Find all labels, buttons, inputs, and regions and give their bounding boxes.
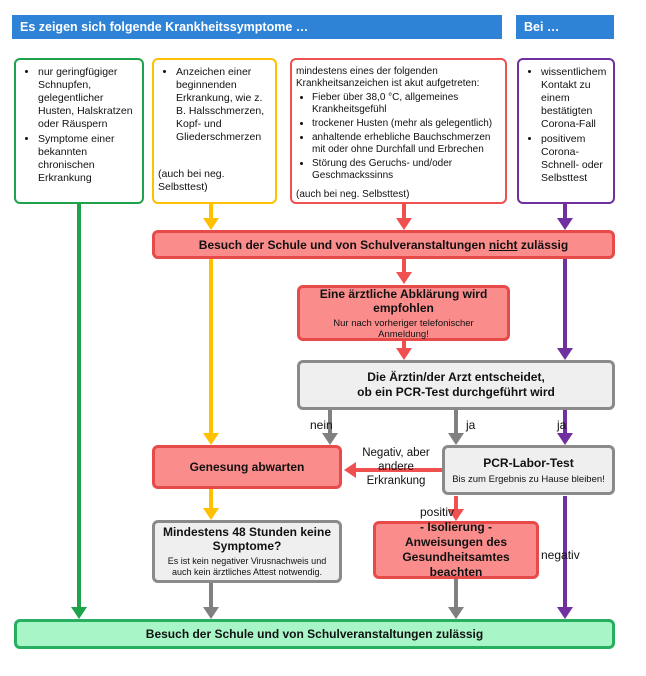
acute-symptoms-box: mindestens eines der folgenden Krankheit…: [290, 58, 507, 204]
contact-item: wissentlichem Kontakt zu einem bestätigt…: [541, 66, 609, 131]
doctor-recommendation-title: Eine ärztliche Abklärung wird empfohlen: [319, 286, 488, 315]
not-allowed-prefix: Besuch der Schule und von Schulveranstal…: [198, 237, 489, 252]
pcr-test-box: PCR-Labor-Test Bis zum Ergebnis zu Hause…: [442, 445, 615, 495]
symptoms-header-title: Es zeigen sich folgende Krankheitssympto…: [20, 20, 309, 34]
acute-symptom-item: anhaltende erhebliche Bauchschmerzen mit…: [312, 132, 501, 156]
label-nein: nein: [310, 418, 333, 432]
wait-48h-title: Mindestens 48 Stunden keine Symptome?: [162, 525, 332, 553]
mild-symptoms-box: nur geringfügiger Schnupfen, gelegentlic…: [14, 58, 144, 204]
bei-header-title: Bei …: [524, 20, 560, 34]
pcr-test-note: Bis zum Ergebnis zu Hause bleiben!: [452, 473, 605, 485]
school-allowed-text: Besuch der Schule und von Schulveranstal…: [145, 627, 484, 641]
contact-item: positivem Corona-Schnell- oder Selbsttes…: [541, 133, 609, 185]
label-negativ: negativ: [541, 548, 580, 562]
recovery-text: Genesung abwarten: [189, 460, 305, 474]
mild-symptom-item: nur geringfügiger Schnupfen, gelegentlic…: [38, 66, 138, 131]
symptoms-header: Es zeigen sich folgende Krankheitssympto…: [12, 15, 502, 39]
label-ja-contact: ja: [557, 418, 567, 432]
label-ja-pcr: ja: [466, 418, 476, 432]
not-allowed-underline: nicht: [488, 237, 518, 252]
wait-48h-box: Mindestens 48 Stunden keine Symptome? Es…: [152, 520, 342, 583]
beginning-symptoms-box: Anzeichen einer beginnenden Erkrankung, …: [152, 58, 277, 204]
wait-48h-note: Es ist kein negativer Virusnachweis und …: [167, 556, 327, 577]
label-positiv: positiv: [420, 505, 455, 519]
mild-symptom-item: Symptome einer bekannten chronischen Erk…: [38, 133, 138, 185]
acute-intro: mindestens eines der folgenden Krankheit…: [296, 66, 480, 89]
doctor-decides-line2: ob ein PCR-Test durchgeführt wird: [357, 385, 555, 399]
acute-symptom-item: Störung des Geruchs- und/oder Geschmacks…: [312, 158, 501, 182]
doctor-decides-line1: Die Ärztin/der Arzt entscheidet,: [367, 370, 545, 384]
beginning-symptom-item: Anzeichen einer beginnenden Erkrankung, …: [176, 66, 271, 144]
isolation-text: - Isolierung - Anweisungen des Gesundhei…: [402, 520, 510, 579]
doctor-recommendation-box: Eine ärztliche Abklärung wird empfohlen …: [297, 285, 510, 341]
doctor-recommendation-note: Nur nach vorheriger telefonischer Anmeld…: [333, 317, 474, 340]
doctor-decides-box: Die Ärztin/der Arzt entscheidet, ob ein …: [297, 360, 615, 410]
school-not-allowed-box: Besuch der Schule und von Schulveranstal…: [152, 230, 615, 259]
label-negative-other: Negativ, aber andere Erkrankung: [362, 447, 430, 487]
acute-note: (auch bei neg. Selbsttest): [296, 189, 410, 200]
school-not-allowed-text: Besuch der Schule und von Schulveranstal…: [199, 238, 568, 252]
isolation-box: - Isolierung - Anweisungen des Gesundhei…: [373, 520, 539, 579]
acute-symptom-item: trockener Husten (mehr als gelegentlich): [312, 118, 501, 130]
beginning-note: (auch bei neg. Selbsttest): [158, 168, 225, 193]
school-allowed-box: Besuch der Schule und von Schulveranstal…: [14, 619, 615, 649]
pcr-test-title: PCR-Labor-Test: [483, 455, 574, 470]
acute-symptom-item: Fieber über 38,0 °C, allgemeines Krankhe…: [312, 92, 501, 116]
recovery-box: Genesung abwarten: [152, 445, 342, 489]
not-allowed-suffix: zulässig: [517, 237, 569, 252]
bei-header: Bei …: [516, 15, 614, 39]
contact-box: wissentlichem Kontakt zu einem bestätigt…: [517, 58, 615, 204]
